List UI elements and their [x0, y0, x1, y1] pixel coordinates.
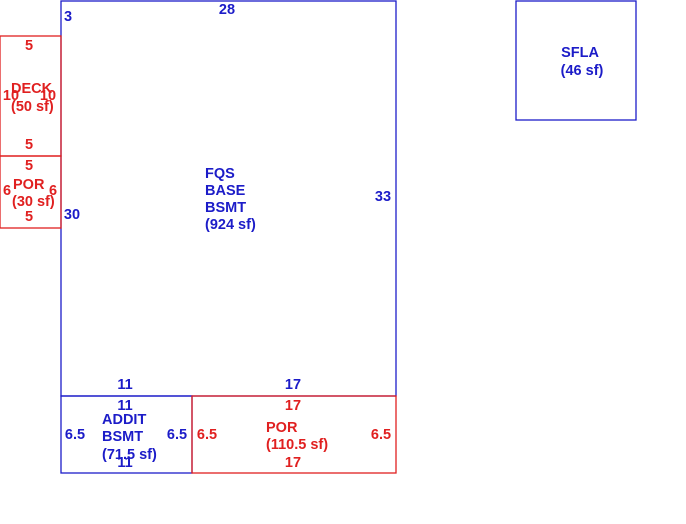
area-sfla: SFLA (46 sf) — [515, 0, 637, 121]
area-outline-porch-large — [191, 395, 397, 474]
area-label-line: BSMT — [102, 429, 143, 445]
area-fqs-base-bsmt: FQS BASE BSMT (924 sf) 28 33 3 30 11 17 — [60, 0, 397, 397]
dimension-bottom: 5 — [25, 209, 33, 225]
dimension-right: 6 — [49, 183, 57, 199]
dimension-right: 33 — [375, 189, 391, 205]
area-size: (71.5 sf) — [102, 447, 157, 463]
dimension-bottom-right: 17 — [285, 377, 301, 393]
area-label-line: POR — [13, 177, 45, 193]
dimension-right: 6.5 — [371, 427, 391, 443]
area-size: (924 sf) — [205, 217, 256, 233]
area-size: (50 sf) — [11, 99, 54, 115]
area-label-line: DECK — [11, 81, 53, 97]
dimension-top: 28 — [219, 2, 235, 18]
area-porch-small: POR (30 sf) 5 5 6 6 — [0, 155, 62, 229]
dimension-top: 11 — [117, 398, 132, 414]
area-size: (110.5 sf) — [266, 437, 328, 453]
area-size: (30 sf) — [12, 194, 55, 210]
dimension-right: 6.5 — [167, 427, 187, 443]
dimension-left-upper: 3 — [64, 9, 72, 25]
area-label-line: BASE — [205, 183, 246, 199]
area-addit-bsmt: ADDIT BSMT (71.5 sf) 11 11 6.5 6.5 — [60, 395, 193, 474]
area-label-line: BSMT — [205, 200, 246, 216]
area-size: (46 sf) — [561, 63, 604, 79]
dimension-bottom: 11 — [117, 455, 132, 471]
dimension-bottom: 5 — [25, 137, 33, 153]
area-label-line: POR — [266, 420, 298, 436]
area-label-line: FQS — [205, 166, 235, 182]
dimension-left: 6.5 — [197, 427, 217, 443]
dimension-top: 17 — [285, 398, 301, 414]
dimension-top: 5 — [25, 158, 33, 174]
area-deck: DECK (50 sf) 5 5 10 10 — [0, 35, 62, 157]
dimension-top: 5 — [25, 38, 33, 54]
area-outline-porch-small — [0, 155, 62, 229]
area-porch-large: POR (110.5 sf) 17 17 6.5 6.5 — [191, 395, 397, 474]
dimension-bottom: 17 — [285, 455, 301, 471]
dimension-right: 10 — [40, 88, 56, 104]
dimension-left-lower: 30 — [64, 207, 80, 223]
dimension-left: 6 — [3, 183, 11, 199]
area-label-line: SFLA — [561, 45, 599, 61]
area-label-line: ADDIT — [102, 412, 146, 428]
dimension-left: 6.5 — [65, 427, 85, 443]
dimension-bottom-left: 11 — [117, 377, 132, 393]
area-outline-sfla — [515, 0, 637, 121]
dimension-left: 10 — [3, 88, 19, 104]
